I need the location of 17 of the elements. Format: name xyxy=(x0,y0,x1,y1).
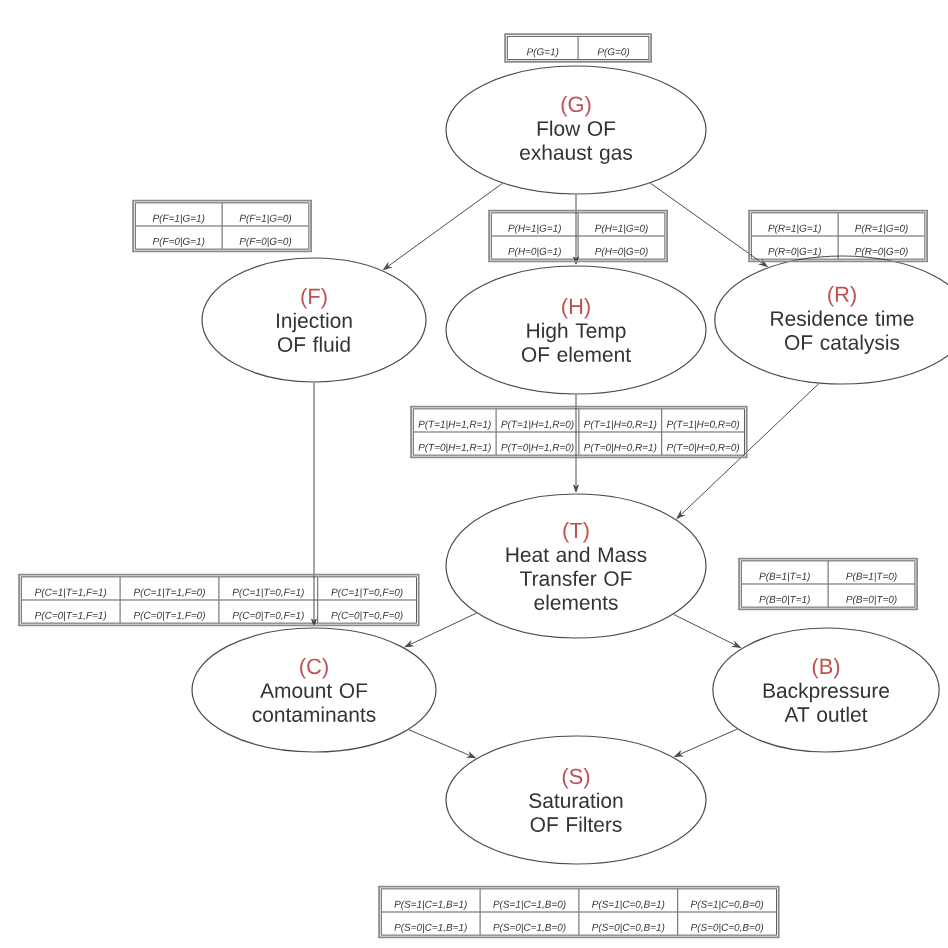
ellipse-node: (G) Flow OF exhaust gas xyxy=(445,65,707,195)
arrow xyxy=(676,383,820,519)
ellipse-node: (S) Saturation OF Filters xyxy=(445,735,707,865)
ellipse-node: (B) Backpressure AT outlet xyxy=(712,627,940,753)
ellipse-node: (F) Injection OF fluid xyxy=(201,257,427,383)
ellipse-node: (T) Heat and Mass Transfer OF elements xyxy=(445,493,707,639)
arrow xyxy=(672,613,741,648)
arrow xyxy=(383,182,503,270)
arrow xyxy=(674,728,738,757)
arrow xyxy=(573,194,579,265)
arrow xyxy=(311,382,317,627)
ellipse-node: (H) High Temp OF element xyxy=(445,265,707,395)
arrow xyxy=(404,612,478,648)
arrow xyxy=(573,394,579,493)
arrow xyxy=(408,729,476,759)
ellipse-node: (C) Amount OF contaminants xyxy=(191,627,437,753)
arrow xyxy=(649,182,768,267)
